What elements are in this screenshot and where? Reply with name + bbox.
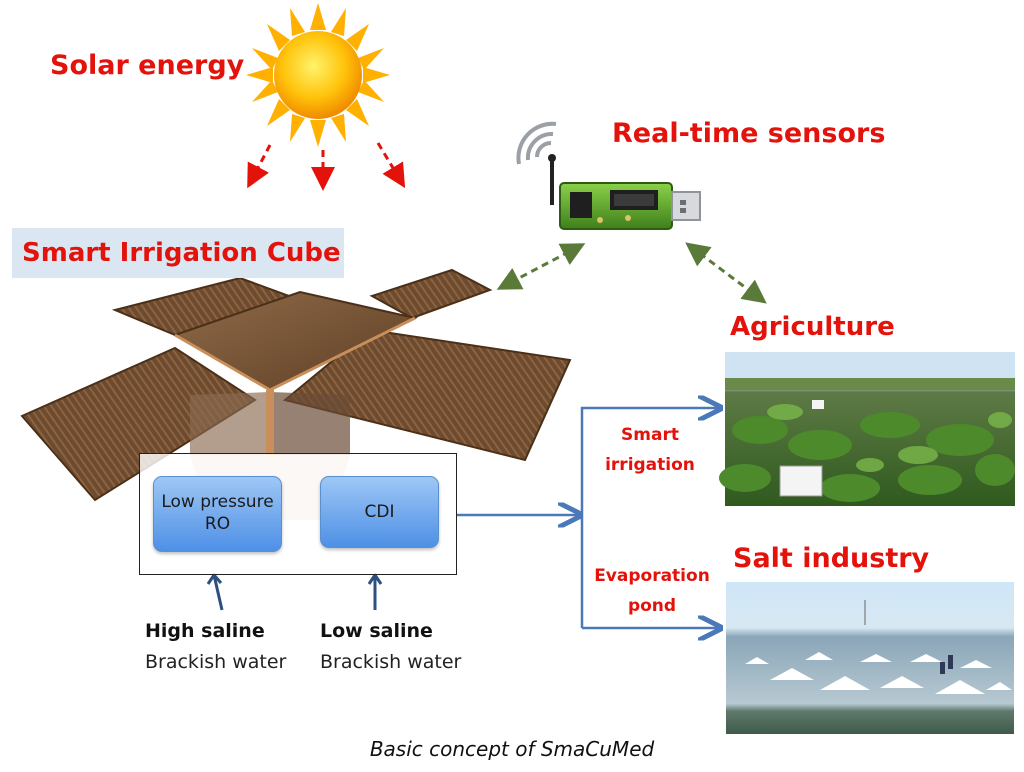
high-saline-subtitle: Brackish water bbox=[145, 651, 287, 673]
evaporation-line1: Evaporation bbox=[594, 566, 710, 586]
sun-icon bbox=[246, 3, 390, 147]
real-time-sensors-label: Real-time sensors bbox=[612, 118, 886, 149]
smart-irrigation-cube-label: Smart Irrigation Cube bbox=[12, 228, 344, 278]
usb-sensor-icon bbox=[516, 121, 701, 230]
high-saline-title: High saline bbox=[145, 620, 265, 642]
flow-arrows bbox=[457, 408, 718, 628]
agriculture-label: Agriculture bbox=[730, 312, 895, 342]
evaporation-line2: pond bbox=[627, 596, 677, 616]
figure-caption: Basic concept of SmaCuMed bbox=[369, 737, 655, 761]
sensor-links bbox=[496, 242, 767, 304]
smart-irrigation-line1: Smart bbox=[621, 425, 679, 445]
input-arrows bbox=[206, 572, 383, 611]
smart-irrigation-route-label: Smart irrigation bbox=[590, 420, 710, 480]
solar-rays bbox=[247, 142, 406, 191]
low-saline-subtitle: Brackish water bbox=[320, 651, 462, 673]
low-saline-title: Low saline bbox=[320, 620, 433, 642]
low-pressure-ro-box: Low pressure RO bbox=[153, 476, 282, 552]
evaporation-pond-route-label: Evaporation pond bbox=[582, 561, 722, 621]
cdi-box: CDI bbox=[320, 476, 439, 548]
agriculture-photo bbox=[719, 352, 1015, 506]
smart-irrigation-line2: irrigation bbox=[605, 455, 695, 475]
solar-energy-label: Solar energy bbox=[50, 50, 245, 81]
ro-line1: Low pressure bbox=[161, 492, 274, 512]
salt-industry-photo bbox=[726, 582, 1014, 734]
ro-line2: RO bbox=[204, 514, 231, 534]
salt-industry-label: Salt industry bbox=[733, 543, 930, 574]
